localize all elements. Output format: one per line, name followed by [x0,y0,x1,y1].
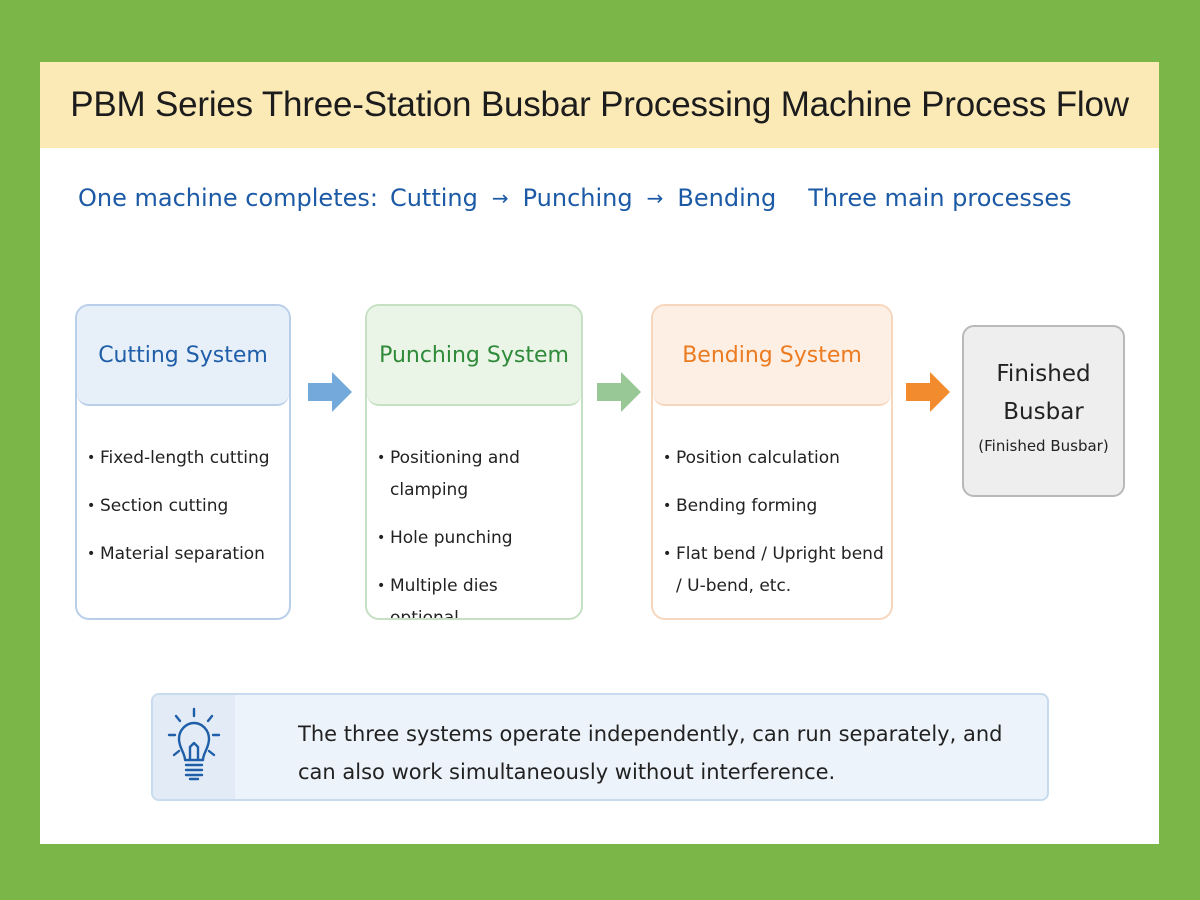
summary-step-cutting: Cutting [389,184,478,212]
page-title: PBM Series Three-Station Busbar Processi… [70,85,1129,124]
punching-system-box: Punching System Positioning and clamping… [365,304,583,620]
info-note: The three systems operate independently,… [151,693,1049,801]
arrow-right-icon [906,372,950,412]
punching-system-title: Punching System [367,306,581,406]
summary-step-punching: Punching [522,184,633,212]
finished-busbar-box: Finished Busbar (Finished Busbar) [962,325,1125,497]
punching-system-list: Positioning and clamping Hole punching M… [367,406,581,618]
note-text: The three systems operate independently,… [298,722,1003,784]
list-item: Bending forming [663,490,891,522]
cutting-system-box: Cutting System Fixed-length cutting Sect… [75,304,291,620]
arrow-right-icon [308,372,352,412]
title-band: PBM Series Three-Station Busbar Processi… [40,62,1159,148]
arrow-right-icon [597,372,641,412]
list-item: Flat bend / Upright bend / U-bend, etc. [663,538,888,602]
cutting-system-list: Fixed-length cutting Section cutting Mat… [77,406,289,570]
cutting-system-title: Cutting System [77,306,289,406]
list-item: Multiple dies optional [377,570,507,618]
diagram-card: PBM Series Three-Station Busbar Processi… [40,62,1159,844]
lightbulb-icon [167,707,221,781]
summary-step-bending: Bending [677,184,777,212]
list-item: Positioning and clamping [377,442,581,506]
bending-system-title: Bending System [653,306,891,406]
list-item: Position calculation [663,442,891,474]
bending-system-box: Bending System Position calculation Bend… [651,304,893,620]
list-item: Fixed-length cutting [87,442,289,474]
note-icon-panel [153,695,235,799]
list-item: Material separation [87,538,289,570]
process-summary: One machine completes: Cutting → Punchin… [78,178,1072,218]
summary-tail: Three main processes [808,184,1072,212]
finished-busbar-title: Finished Busbar [996,361,1091,425]
list-item: Hole punching [377,522,581,554]
finished-busbar-subtitle: (Finished Busbar) [978,437,1109,455]
right-arrow-icon: → [491,186,509,210]
summary-lead: One machine completes: [78,184,378,212]
right-arrow-icon: → [646,186,664,210]
bending-system-list: Position calculation Bending forming Fla… [653,406,891,602]
list-item: Section cutting [87,490,289,522]
